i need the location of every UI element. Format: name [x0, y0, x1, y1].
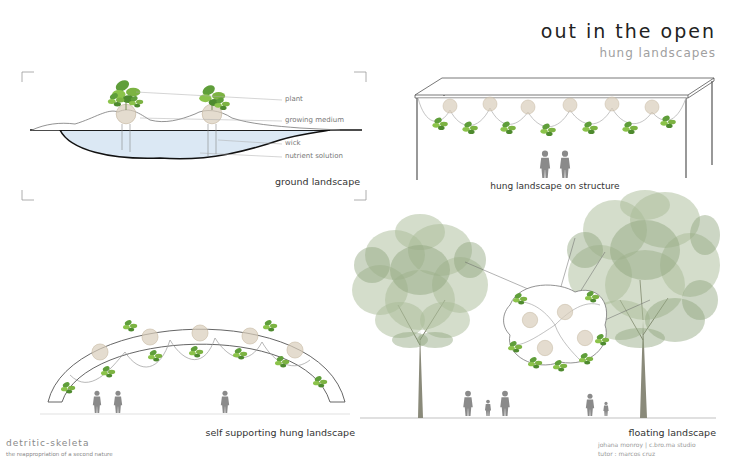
structure-illustration [660, 114, 675, 128]
structure-illustration [500, 120, 515, 134]
leader-line [136, 92, 282, 157]
floating-landscape-illustration [586, 394, 594, 416]
structure-illustration [540, 151, 550, 178]
callout-label: plant [285, 95, 303, 103]
corner-bracket [22, 72, 366, 200]
floating-landscape-illustration [603, 402, 608, 416]
ground-line [360, 418, 716, 419]
credit-note: tutor : marcos cruz [598, 450, 655, 457]
ground-line [40, 414, 350, 415]
tree-canopy [567, 232, 603, 268]
arch-illustration [263, 319, 277, 332]
ground-landscape-illustration [108, 92, 125, 107]
arch-illustration [192, 325, 208, 341]
panel-caption: floating landscape [629, 427, 716, 438]
tree-canopy [620, 190, 670, 220]
floating-landscape-illustration [513, 292, 527, 305]
tree-canopy [610, 220, 680, 280]
arch-illustration [61, 381, 75, 394]
subtitle: hung landscapes [599, 46, 716, 60]
arch-illustration [93, 391, 101, 413]
shell-rib [515, 302, 600, 360]
structure-illustration [563, 98, 577, 112]
table-edge [415, 78, 714, 98]
arch-illustration [242, 328, 258, 344]
credit-note: johana monroy | c.bro.ma studio [598, 441, 696, 448]
floating-landscape-illustration [557, 304, 572, 319]
floating-landscape-illustration [463, 391, 473, 416]
structure-illustration [443, 99, 457, 113]
callout-label: wick [285, 139, 301, 147]
floating-pod-shell [504, 285, 607, 365]
ground-landscape-illustration [129, 95, 143, 108]
floating-landscape-illustration [537, 340, 552, 355]
floating-landscape-illustration [553, 359, 567, 372]
floating-landscape-illustration [595, 333, 609, 346]
tree-canopy [420, 302, 470, 338]
structure-illustration [483, 97, 497, 111]
arch-illustration [92, 344, 108, 360]
floating-landscape-illustration [500, 391, 510, 416]
ground-landscape-illustration [22, 72, 366, 200]
arch-illustration [142, 329, 158, 345]
arch-illustration [40, 319, 350, 414]
tree-canopy [375, 302, 425, 338]
plant-stem [126, 96, 212, 110]
tree-canopy [354, 247, 390, 283]
tree-illustration [352, 190, 720, 418]
project-name: detritic-skeleta [6, 438, 89, 449]
floating-landscape-illustration [577, 330, 592, 345]
structure-illustration [432, 116, 447, 130]
structure-illustration [521, 100, 535, 114]
floating-landscape-illustration [585, 290, 599, 303]
arch-illustration [221, 391, 229, 413]
structure-illustration [605, 97, 619, 111]
arch-illustration [123, 319, 137, 332]
callout-label: nutrient solution [285, 152, 343, 160]
arch-illustration [287, 342, 303, 358]
floating-landscape-illustration [485, 400, 491, 416]
tree-canopy [417, 332, 453, 348]
tree-canopy [390, 245, 450, 295]
arch-illustration [233, 347, 247, 360]
floating-landscape-illustration [522, 312, 537, 327]
hung-membrane [418, 98, 686, 127]
arch-illustration [101, 365, 115, 378]
title: out in the open [541, 20, 716, 43]
floating-landscape-illustration [579, 352, 593, 365]
arch-illustration [275, 355, 289, 368]
arch-illustration [114, 391, 122, 413]
floating-landscape-illustration [528, 356, 542, 369]
structure-illustration [415, 78, 714, 180]
tree-canopy [615, 328, 665, 348]
structure-illustration [540, 122, 555, 136]
arch-illustration [313, 375, 327, 388]
arch-illustration [189, 345, 203, 358]
structure-illustration [645, 100, 659, 114]
callout-label: growing medium [285, 116, 344, 124]
floating-landscape-illustration [508, 340, 522, 353]
panel-caption: ground landscape [275, 176, 360, 187]
tree-canopy [690, 215, 720, 255]
ground-landscape-illustration [214, 96, 229, 110]
tree-canopy [395, 214, 445, 250]
project-subtitle: the reappropriation of a second nature [6, 451, 113, 458]
arch-rib [70, 338, 310, 382]
structure-illustration [560, 151, 570, 178]
panel-caption: self supporting hung landscape [206, 427, 355, 438]
floating-landscape-illustration [463, 238, 650, 416]
panel-caption: hung landscape on structure [490, 181, 619, 192]
table-top [415, 78, 714, 95]
structure-illustration [582, 120, 597, 134]
arch-illustration [148, 349, 162, 362]
wick [122, 124, 216, 156]
tree-canopy [454, 242, 486, 278]
structure-illustration [622, 120, 637, 134]
structure-illustration [462, 120, 477, 134]
tree-canopy [682, 280, 718, 320]
